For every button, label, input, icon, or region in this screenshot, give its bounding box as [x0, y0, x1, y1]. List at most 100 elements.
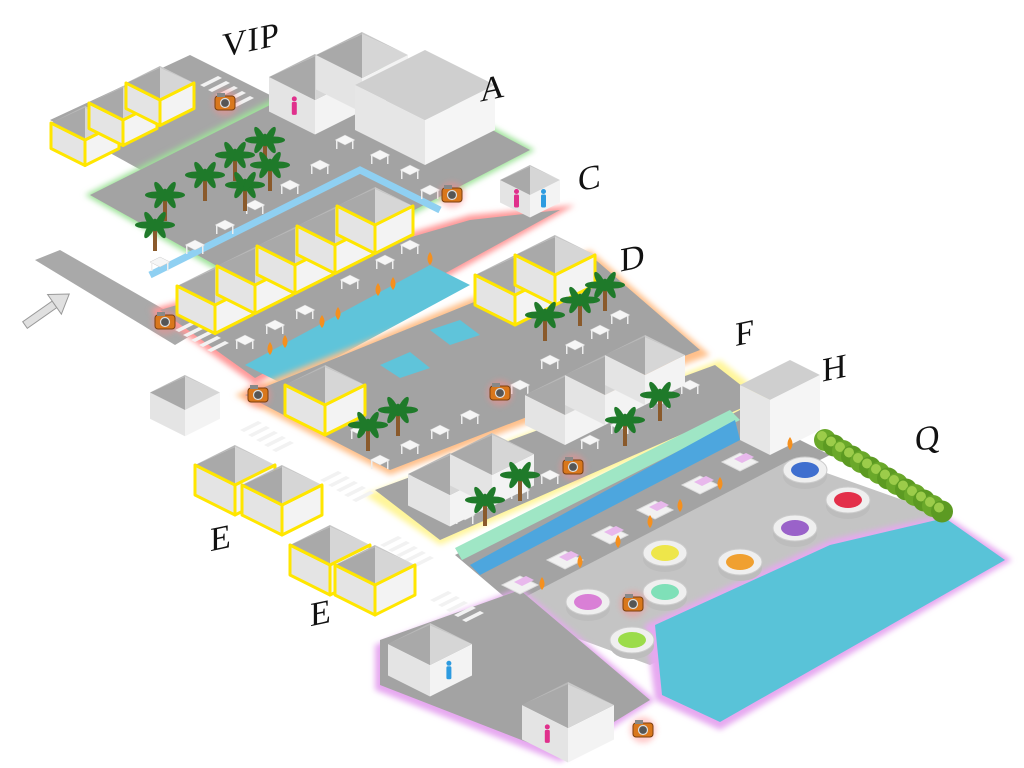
palm-tree: [640, 381, 680, 421]
palm-tree: [145, 181, 185, 221]
fire-icon: [375, 283, 381, 296]
tents-layer: [49, 32, 820, 763]
crosswalk: [430, 591, 484, 622]
table: [279, 179, 301, 194]
palm-tree: [185, 161, 225, 201]
table: [399, 164, 421, 179]
table: [399, 439, 421, 454]
camera-icon: [630, 717, 656, 743]
camera-icon: [245, 382, 271, 408]
fire-icon: [677, 499, 683, 512]
fire-icon: [335, 307, 341, 320]
tent: [513, 235, 597, 307]
hot-tub: [782, 456, 828, 489]
lounge-pool-1: [430, 320, 480, 345]
fire-icon: [717, 477, 723, 490]
tent: [150, 375, 220, 437]
fire-icon: [427, 252, 433, 265]
table: [294, 304, 316, 319]
table: [539, 354, 561, 369]
palm-tree: [135, 211, 175, 251]
table: [564, 339, 586, 354]
river-glow: [455, 410, 740, 560]
hot-tub: [609, 626, 655, 659]
hot-tub: [825, 486, 871, 519]
fire-icon: [267, 342, 273, 355]
tent: [240, 465, 324, 537]
table: [149, 256, 171, 271]
table: [374, 254, 396, 269]
tent: [333, 545, 417, 617]
palm-tree: [500, 461, 540, 501]
table: [214, 219, 236, 234]
woman-icon: [291, 96, 297, 115]
crosswalks: [175, 76, 484, 622]
tent: [522, 682, 614, 763]
fire-icon: [577, 555, 583, 568]
camera-icon: [560, 454, 586, 480]
tent: [605, 335, 685, 405]
man-icon: [541, 189, 546, 208]
table: [579, 434, 601, 449]
zone-label-a: A: [480, 67, 506, 110]
table: [309, 159, 331, 174]
fire-icon: [539, 577, 545, 590]
fire-pit-area: [245, 265, 470, 385]
palm-tree: [585, 271, 625, 311]
table: [369, 454, 391, 469]
palm-tree: [605, 406, 645, 446]
table: [339, 274, 361, 289]
table: [459, 409, 481, 424]
zone-label-c: C: [578, 157, 602, 200]
man-icon: [446, 660, 452, 680]
camera-icon: [620, 591, 646, 617]
palm-tree: [465, 486, 505, 526]
palm-tree: [250, 151, 290, 191]
hot-tub: [642, 578, 688, 611]
table: [609, 309, 631, 324]
hedge: [814, 429, 953, 523]
pools-layer: [500, 452, 871, 659]
table: [399, 239, 421, 254]
palm-tree: [215, 141, 255, 181]
fire-icon: [615, 535, 621, 548]
table: [589, 324, 611, 339]
tent: [335, 187, 415, 255]
table: [429, 424, 451, 439]
zone-label-h: H: [822, 347, 848, 390]
tent: [388, 623, 472, 697]
hot-tub: [642, 539, 688, 572]
palm-tree: [225, 171, 265, 211]
table: [334, 134, 356, 149]
table: [264, 319, 286, 334]
fire-icon: [282, 335, 288, 348]
zone-c-ground: [160, 210, 560, 378]
table: [369, 149, 391, 164]
crosswalk: [240, 421, 294, 452]
fire-icon: [787, 437, 793, 450]
zone-label-e-upper: E: [210, 517, 232, 560]
palm-tree: [348, 411, 388, 451]
table: [184, 239, 206, 254]
palm-tree: [525, 301, 565, 341]
crosswalk: [175, 321, 229, 352]
camera-icon: [212, 90, 238, 116]
zone-label-q: Q: [915, 417, 941, 460]
fires-layer: [267, 252, 793, 590]
fire-icon: [319, 315, 325, 328]
building-a: [355, 50, 495, 165]
camera-icon: [439, 182, 465, 208]
palm-tree: [560, 286, 600, 326]
daybed: [545, 550, 585, 570]
woman-icon: [544, 724, 550, 743]
lake: [655, 518, 1005, 722]
lounge-pool-2: [380, 352, 430, 378]
fire-icon: [647, 515, 653, 528]
crosswalk: [380, 536, 434, 567]
camera-icon: [487, 380, 513, 406]
photo-spots: [152, 90, 656, 743]
hot-tub: [717, 548, 763, 581]
table: [539, 469, 561, 484]
woman-icon: [514, 189, 519, 208]
zone-label-f: F: [735, 312, 755, 355]
